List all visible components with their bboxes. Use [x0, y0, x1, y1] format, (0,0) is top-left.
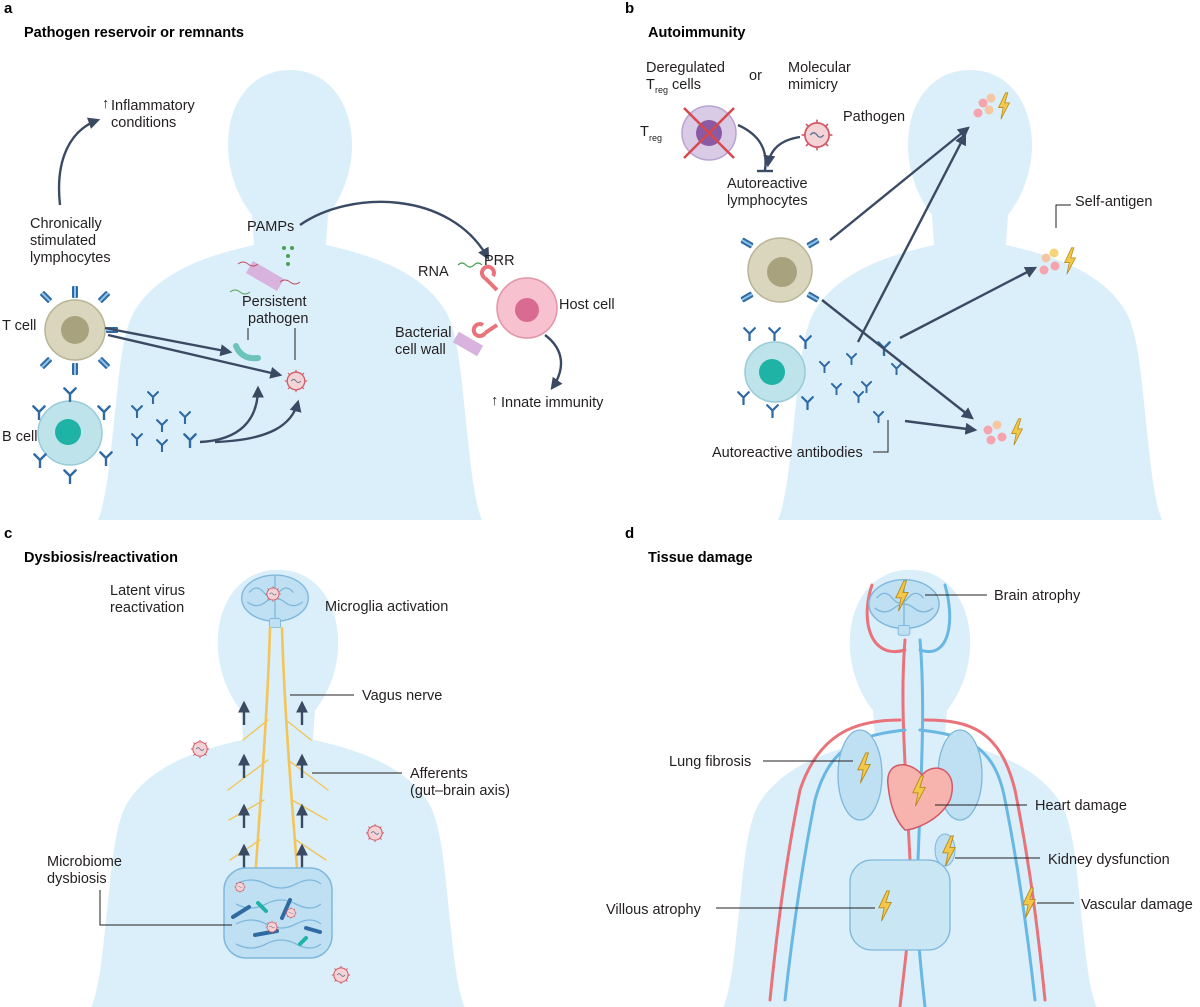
- autoreactive-b-cell: [737, 327, 814, 418]
- arrow-b-abdomen-2: [904, 419, 978, 435]
- latent-virus-icon: [264, 585, 282, 603]
- dereg-T: T: [646, 77, 655, 93]
- target-head: [973, 92, 1010, 120]
- innate-label: Innate immunity: [501, 395, 604, 411]
- antibodies-label: Autoreactive antibodies: [712, 445, 863, 461]
- host-cell-label: Host cell: [559, 297, 615, 313]
- pamps-icons: [229, 246, 301, 295]
- latent-label-2: reactivation: [110, 600, 184, 616]
- inhibit-line: [737, 123, 767, 171]
- panel-a: a Pathogen reservoir or remnants ↑ Infla…: [2, 0, 615, 520]
- villous-atrophy-label: Villous atrophy: [606, 902, 702, 918]
- bacterium-icon: [233, 343, 261, 362]
- arrow-to-innate: [544, 334, 563, 390]
- arrow-to-host-cell: [299, 200, 490, 261]
- autoreactive-t-cell: [740, 237, 820, 303]
- dereg-sub: reg: [655, 85, 668, 95]
- panel-c: c Dysbiosis/reactivation: [4, 525, 510, 1007]
- prr-label: PRR: [484, 253, 515, 269]
- lung-left: [837, 729, 883, 821]
- panel-d-letter: d: [625, 525, 634, 542]
- intestine-organ: [849, 859, 951, 951]
- microbiome-label-1: Microbiome: [47, 854, 122, 870]
- mimicry-label-2: mimicry: [788, 77, 839, 93]
- brain-atrophy-label: Brain atrophy: [994, 588, 1081, 604]
- arrow-b-shoulder: [899, 266, 1038, 340]
- target-shoulder: [1039, 247, 1076, 275]
- b-cell: [32, 387, 113, 484]
- panel-a-title: Pathogen reservoir or remnants: [24, 25, 244, 41]
- arrow-tcell-pathogen1: [104, 326, 233, 357]
- rna-label: RNA: [418, 264, 449, 280]
- up-arrow-innate-icon: ↑: [491, 393, 498, 409]
- target-abdomen: [983, 418, 1023, 446]
- bacterial-label-1: Bacterial: [395, 325, 451, 341]
- panel-b-letter: b: [625, 0, 634, 17]
- pamps-label: PAMPs: [247, 219, 294, 235]
- persistent-label-2: pathogen: [248, 311, 308, 327]
- panel-a-letter: a: [4, 0, 13, 17]
- kidney-dysfunction-label: Kidney dysfunction: [1048, 852, 1170, 868]
- autoreactive-label-2: lymphocytes: [727, 193, 808, 209]
- arrow-b-head: [829, 126, 970, 241]
- virus-icon-shoulder: [190, 739, 210, 759]
- self-antigen-leader: [1055, 204, 1071, 228]
- microbiome-leader: [99, 890, 232, 926]
- up-arrow-icon: ↑: [102, 96, 109, 112]
- arrow-bcell-1: [199, 385, 264, 444]
- intestine: [223, 867, 333, 959]
- latent-label-1: Latent virus: [110, 583, 185, 599]
- microglia-label: Microglia activation: [325, 599, 448, 615]
- afferent-arrows: [238, 700, 308, 868]
- panel-b-title: Autoimmunity: [648, 25, 745, 41]
- heart-damage-label: Heart damage: [1035, 798, 1127, 814]
- panel-b: b Autoimmunity Deregulated T reg cells o…: [625, 0, 1162, 520]
- panel-d: d Tissue damage Brain atrophy Lu: [606, 525, 1193, 1007]
- vagus-label: Vagus nerve: [362, 688, 442, 704]
- t-cell-label: T cell: [2, 318, 36, 334]
- mimicry-label-1: Molecular: [788, 60, 851, 76]
- afferents-label-1: Afferents: [410, 766, 468, 782]
- virus-icon-hip: [331, 965, 351, 985]
- chronic-label-2: stimulated: [30, 233, 96, 249]
- treg-cell-crossed: [681, 105, 737, 161]
- virus-icon-arm: [365, 823, 385, 843]
- b-cell-label: B cell: [2, 429, 37, 445]
- arrow-b-abdomen: [821, 299, 974, 420]
- treg-T: T: [640, 124, 649, 140]
- host-cell: [452, 262, 558, 357]
- microbiome-label-2: dysbiosis: [47, 871, 107, 887]
- panel-c-title: Dysbiosis/reactivation: [24, 550, 178, 566]
- arrow-pathogen: [763, 135, 801, 168]
- antibodies-leader: [873, 420, 889, 453]
- inflammatory-label-1: Inflammatory: [111, 98, 196, 114]
- virus-icon: [284, 369, 308, 393]
- panel-c-letter: c: [4, 525, 12, 542]
- lung-fibrosis-label: Lung fibrosis: [669, 754, 751, 770]
- panel-d-title: Tissue damage: [648, 550, 753, 566]
- bacterial-label-2: cell wall: [395, 342, 446, 358]
- inflammatory-label-2: conditions: [111, 115, 176, 131]
- dereg-label-1: Deregulated: [646, 60, 725, 76]
- arrow-to-inflammatory: [57, 117, 101, 206]
- pathogen-virus-icon: [800, 118, 834, 152]
- arrow-b-head-2: [856, 132, 967, 343]
- self-antigen-label: Self-antigen: [1075, 194, 1152, 210]
- vascular-damage-label: Vascular damage: [1081, 897, 1193, 913]
- treg-sub: reg: [649, 133, 662, 143]
- arrow-tcell-pathogen2: [107, 333, 283, 379]
- chronic-label-1: Chronically: [30, 216, 102, 232]
- chronic-label-3: lymphocytes: [30, 250, 111, 266]
- autoreactive-label-1: Autoreactive: [727, 176, 808, 192]
- arrow-bcell-2: [214, 399, 302, 444]
- pathogen-label: Pathogen: [843, 109, 905, 125]
- afferents-label-2: (gut–brain axis): [410, 783, 510, 799]
- or-label: or: [749, 68, 762, 84]
- dereg-cells: cells: [672, 77, 701, 93]
- persistent-label-1: Persistent: [242, 294, 306, 310]
- t-cell: [39, 286, 118, 375]
